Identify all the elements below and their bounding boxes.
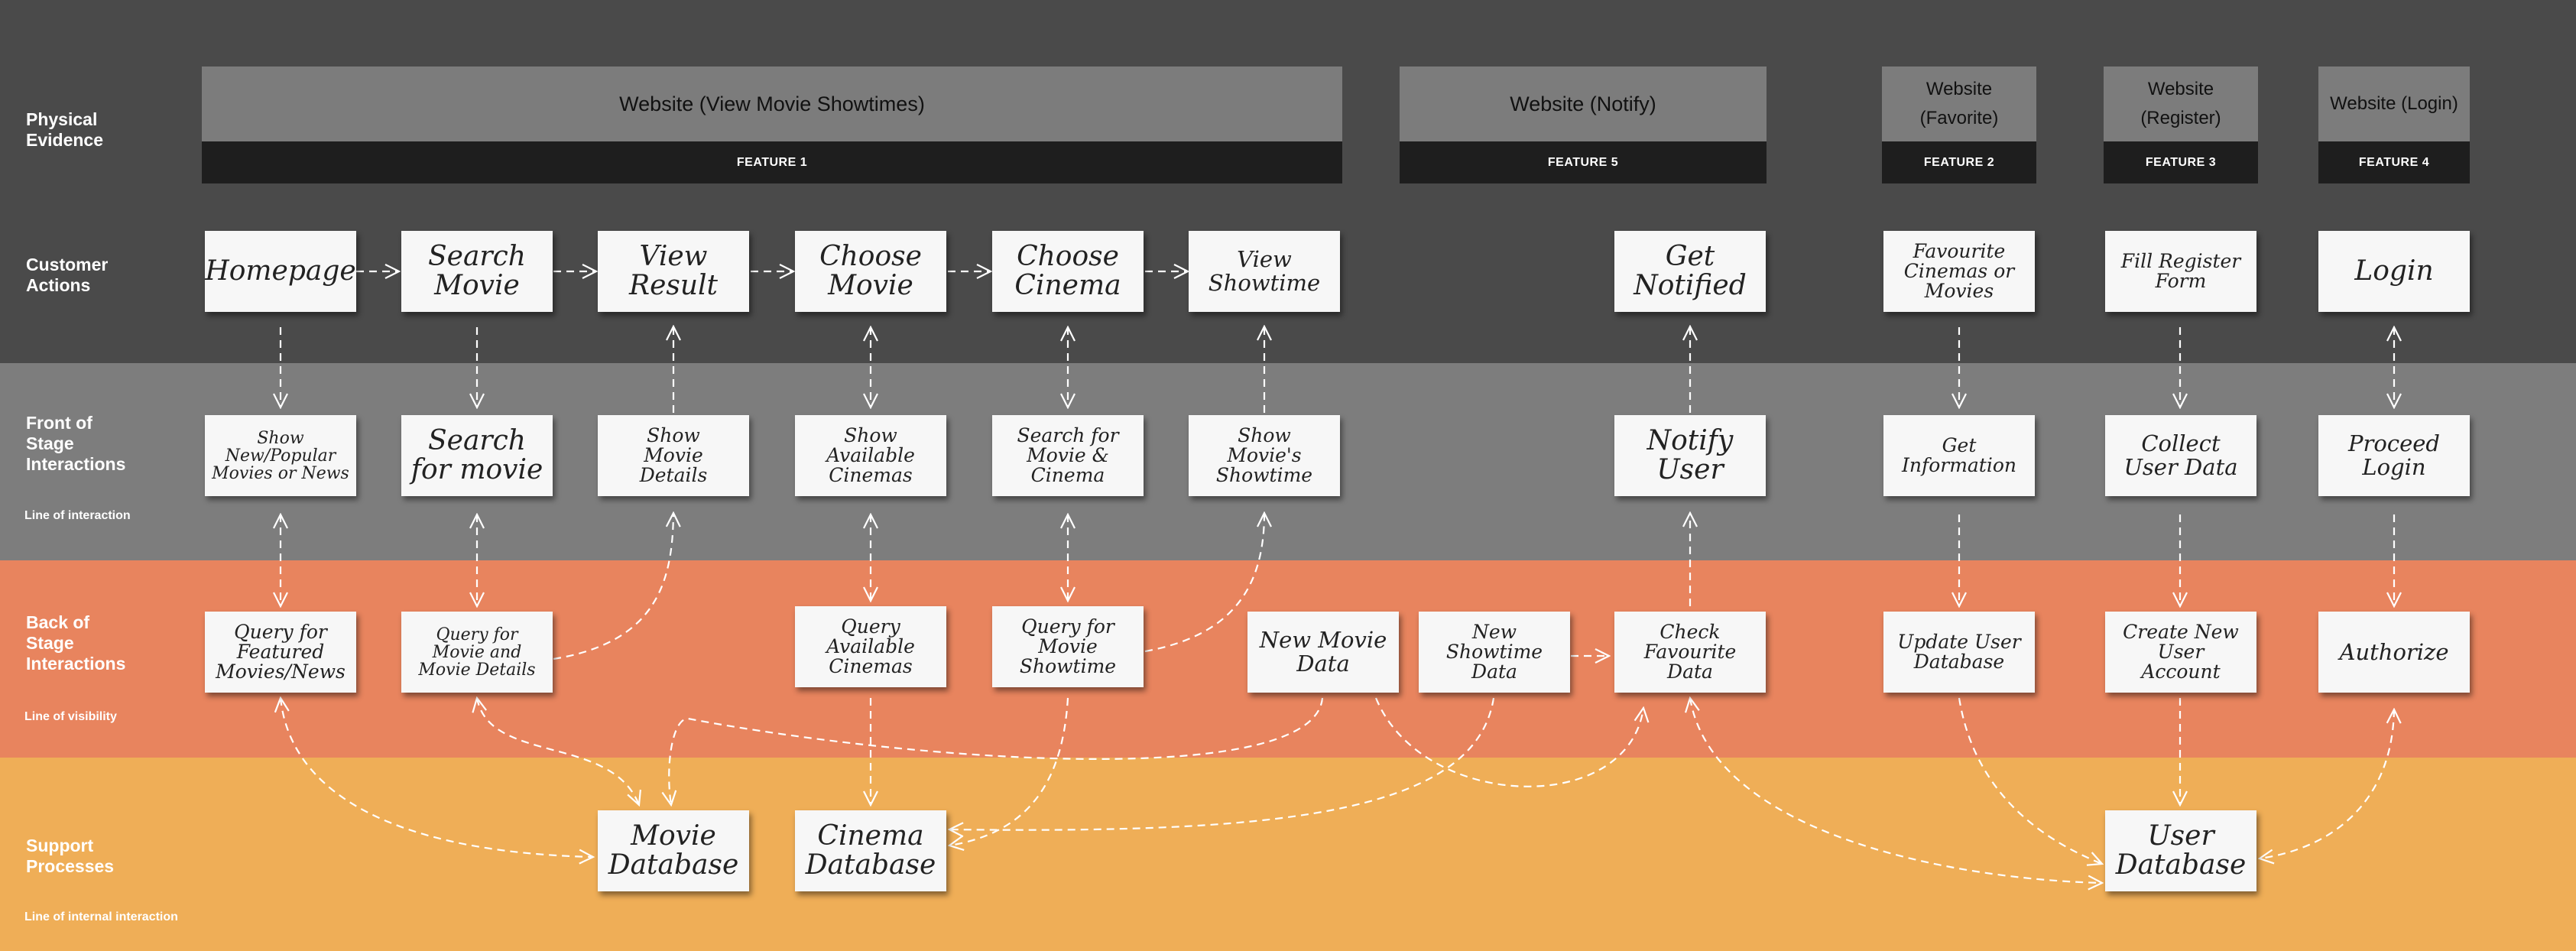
- feature-label: FEATURE 3: [2104, 141, 2258, 183]
- note-new-showtime-data: New Showtime Data: [1419, 612, 1570, 693]
- note-get-notified: Get Notified: [1614, 231, 1766, 312]
- note-query-featured: Query for Featured Movies/News: [205, 612, 356, 693]
- note-homepage: Homepage: [205, 231, 356, 312]
- note-check-favourite-data: Check Favourite Data: [1614, 612, 1766, 693]
- note-login: Login: [2318, 231, 2470, 312]
- physical-evidence-feature-4: Website (Login) FEATURE 4: [2318, 67, 2470, 183]
- note-search-movie-cinema: Search for Movie & Cinema: [992, 415, 1144, 496]
- note-movie-database: Movie Database: [598, 810, 749, 891]
- note-notify-user: Notify User: [1614, 415, 1766, 496]
- line-of-visibility-label: Line of visibility: [24, 710, 117, 723]
- physical-evidence-feature-5: Website (Notify) FEATURE 5: [1400, 67, 1767, 183]
- lane-physical-evidence: Physical Evidence: [26, 109, 103, 150]
- note-show-movie-details: Show Movie Details: [598, 415, 749, 496]
- note-favourite: Favourite Cinemas or Movies: [1883, 231, 2035, 312]
- note-search-for-movie: Search for movie: [401, 415, 553, 496]
- note-new-movie-data: New Movie Data: [1247, 612, 1399, 693]
- note-get-information: Get Information: [1883, 415, 2035, 496]
- physical-evidence-title: Website (Favorite): [1882, 67, 2036, 141]
- line-of-internal-interaction-label: Line of internal interaction: [24, 910, 178, 923]
- feature-label: FEATURE 1: [202, 141, 1342, 183]
- physical-evidence-title: Website (View Movie Showtimes): [202, 67, 1342, 141]
- note-show-new-movies: Show New/Popular Movies or News: [205, 415, 356, 496]
- note-proceed-login: Proceed Login: [2318, 415, 2470, 496]
- physical-evidence-feature-2: Website (Favorite) FEATURE 2: [1882, 67, 2036, 183]
- note-update-user-database: Update User Database: [1883, 612, 2035, 693]
- note-authorize: Authorize: [2318, 612, 2470, 693]
- note-create-user-account: Create New User Account: [2105, 612, 2256, 693]
- note-user-database: User Database: [2105, 810, 2256, 891]
- lane-customer-actions: Customer Actions: [26, 255, 109, 295]
- physical-evidence-title: Website (Register): [2104, 67, 2258, 141]
- note-choose-movie: Choose Movie: [795, 231, 946, 312]
- note-choose-cinema: Choose Cinema: [992, 231, 1144, 312]
- feature-label: FEATURE 5: [1400, 141, 1767, 183]
- note-view-result: View Result: [598, 231, 749, 312]
- physical-evidence-title: Website (Login): [2318, 67, 2470, 141]
- feature-label: FEATURE 4: [2318, 141, 2470, 183]
- note-query-movie-details: Query for Movie and Movie Details: [401, 612, 553, 693]
- note-query-showtime: Query for Movie Showtime: [992, 606, 1144, 687]
- note-show-available-cinemas: Show Available Cinemas: [795, 415, 946, 496]
- note-collect-user-data: Collect User Data: [2105, 415, 2256, 496]
- physical-evidence-feature-1: Website (View Movie Showtimes) FEATURE 1: [202, 67, 1342, 183]
- physical-evidence-title: Website (Notify): [1400, 67, 1767, 141]
- note-query-available-cinemas: Query Available Cinemas: [795, 606, 946, 687]
- note-search-movie: Search Movie: [401, 231, 553, 312]
- physical-evidence-feature-3: Website (Register) FEATURE 3: [2104, 67, 2258, 183]
- note-cinema-database: Cinema Database: [795, 810, 946, 891]
- lane-front-stage: Front of Stage Interactions: [26, 413, 126, 474]
- feature-label: FEATURE 2: [1882, 141, 2036, 183]
- note-fill-register: Fill Register Form: [2105, 231, 2256, 312]
- lane-support: Support Processes: [26, 836, 115, 876]
- note-show-movies-showtime: Show Movie's Showtime: [1189, 415, 1340, 496]
- lane-back-stage: Back of Stage Interactions: [26, 612, 126, 673]
- line-of-interaction-label: Line of interaction: [24, 509, 131, 522]
- note-view-showtime: View Showtime: [1189, 231, 1340, 312]
